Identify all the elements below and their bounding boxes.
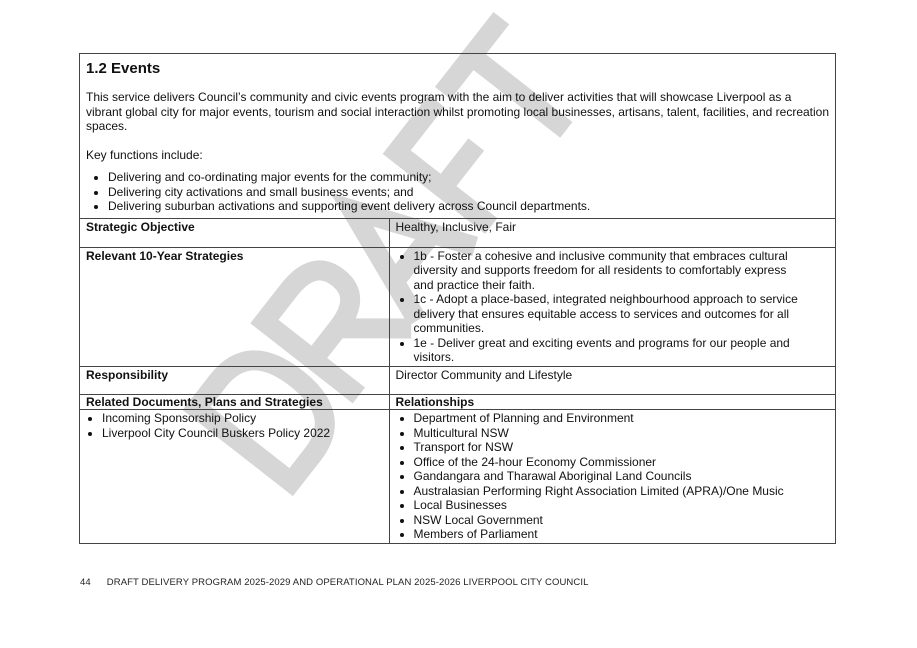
- list-item: Transport for NSW: [414, 440, 830, 455]
- strategic-objective-value: Healthy, Inclusive, Fair: [389, 217, 835, 247]
- list-item: 1e - Deliver great and exciting events a…: [414, 336, 806, 365]
- page-number: 44: [80, 577, 91, 588]
- list-item: Delivering and co-ordinating major event…: [108, 170, 829, 185]
- list-item: Gandangara and Tharawal Aboriginal Land …: [414, 469, 830, 484]
- responsibility-value: Director Community and Lifestyle: [389, 365, 835, 394]
- table-row: Related Documents, Plans and Strategies …: [80, 393, 835, 410]
- strategies-cell: 1b - Foster a cohesive and inclusive com…: [389, 246, 835, 366]
- list-item: Incoming Sponsorship Policy: [102, 411, 383, 426]
- list-item: 1c - Adopt a place-based, integrated nei…: [414, 292, 806, 336]
- list-item: Liverpool City Council Buskers Policy 20…: [102, 426, 383, 441]
- list-item: Members of Parliament: [414, 527, 830, 542]
- details-table: Strategic Objective Healthy, Inclusive, …: [80, 217, 835, 543]
- list-item: Local Businesses: [414, 498, 830, 513]
- list-item: Delivering city activations and small bu…: [108, 185, 829, 200]
- section-description: This service delivers Council’s communit…: [86, 90, 830, 133]
- strategies-label: Relevant 10-Year Strategies: [80, 246, 390, 366]
- table-row: Incoming Sponsorship Policy Liverpool Ci…: [80, 409, 835, 543]
- strategies-list: 1b - Foster a cohesive and inclusive com…: [396, 249, 830, 365]
- list-item: Office of the 24-hour Economy Commission…: [414, 455, 830, 470]
- list-item: NSW Local Government: [414, 513, 830, 528]
- key-functions-list: Delivering and co-ordinating major event…: [86, 170, 829, 214]
- list-item: Multicultural NSW: [414, 426, 830, 441]
- section-title: 1.2 Events: [86, 60, 161, 77]
- table-row: Responsibility Director Community and Li…: [80, 365, 835, 394]
- strategic-objective-label: Strategic Objective: [80, 217, 390, 247]
- relationships-list: Department of Planning and Environment M…: [396, 411, 830, 542]
- events-section: 1.2 Events This service delivers Council…: [79, 53, 836, 544]
- table-row: Strategic Objective Healthy, Inclusive, …: [80, 217, 835, 247]
- list-item: Department of Planning and Environment: [414, 411, 830, 426]
- footer-text: DRAFT DELIVERY PROGRAM 2025-2029 AND OPE…: [106, 577, 589, 588]
- section-intro: 1.2 Events This service delivers Council…: [80, 54, 835, 218]
- list-item: Australasian Performing Right Associatio…: [414, 484, 830, 499]
- list-item: Delivering suburban activations and supp…: [108, 199, 829, 214]
- related-docs-label: Related Documents, Plans and Strategies: [80, 393, 390, 410]
- list-item: 1b - Foster a cohesive and inclusive com…: [414, 249, 806, 293]
- key-functions-label: Key functions include:: [86, 147, 203, 162]
- relationships-label: Relationships: [389, 393, 835, 410]
- related-docs-list: Incoming Sponsorship Policy Liverpool Ci…: [86, 411, 383, 440]
- responsibility-label: Responsibility: [80, 365, 390, 394]
- table-row: Relevant 10-Year Strategies 1b - Foster …: [80, 246, 835, 366]
- relationships-cell: Department of Planning and Environment M…: [389, 409, 835, 543]
- page-footer: 44 DRAFT DELIVERY PROGRAM 2025-2029 AND O…: [80, 577, 604, 589]
- related-docs-cell: Incoming Sponsorship Policy Liverpool Ci…: [80, 409, 390, 543]
